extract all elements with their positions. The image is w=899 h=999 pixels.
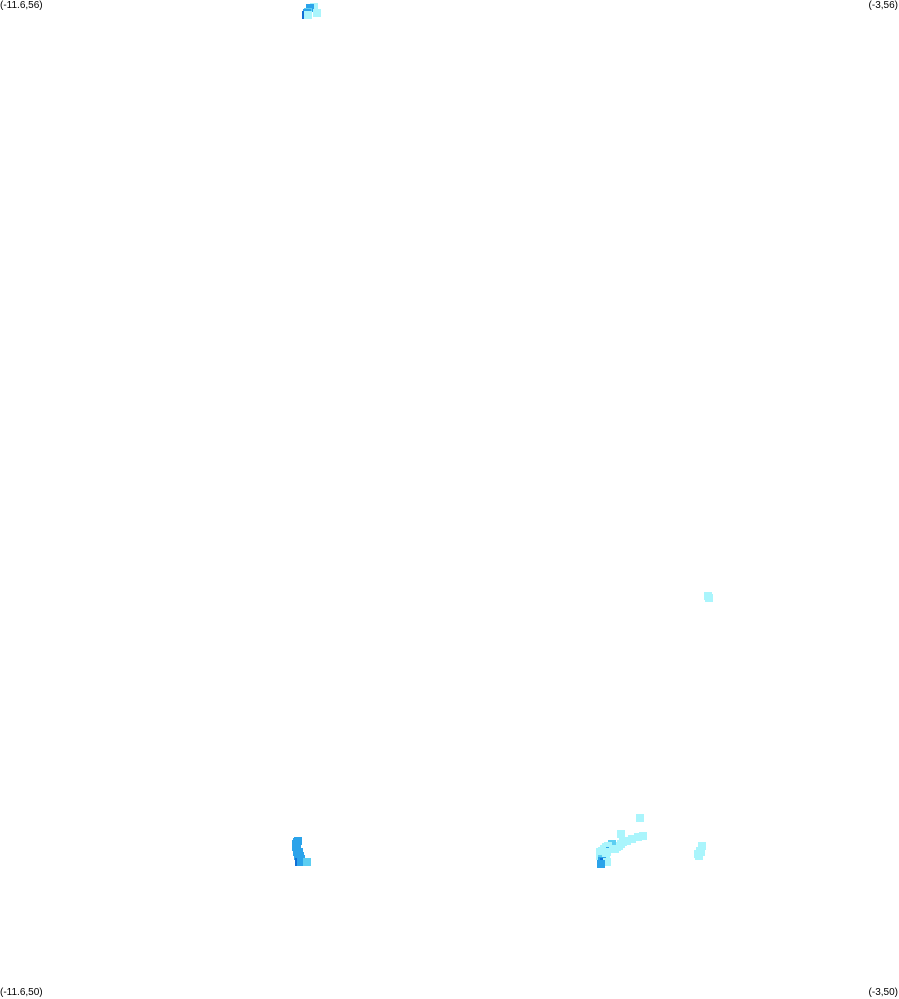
- density-cells: [292, 3, 713, 868]
- density-cell: [597, 860, 605, 868]
- density-cell: [639, 832, 647, 840]
- density-cell: [698, 842, 706, 850]
- density-cell: [628, 835, 636, 843]
- density-cell: [304, 11, 312, 19]
- density-cell: [634, 833, 642, 841]
- density-cell: [603, 858, 611, 866]
- density-cell: [617, 830, 625, 838]
- density-cell: [636, 814, 644, 822]
- density-cell: [608, 845, 616, 853]
- density-cell: [303, 858, 311, 866]
- density-cell: [313, 9, 321, 17]
- corner-label-top-left: (-11.6,56): [0, 0, 43, 11]
- density-cell: [705, 594, 713, 602]
- corner-label-bottom-left: (-11.6,50): [0, 987, 43, 998]
- corner-label-bottom-right: (-3,50): [868, 987, 898, 998]
- corner-label-top-right: (-3,56): [868, 0, 898, 11]
- density-cell: [695, 852, 703, 860]
